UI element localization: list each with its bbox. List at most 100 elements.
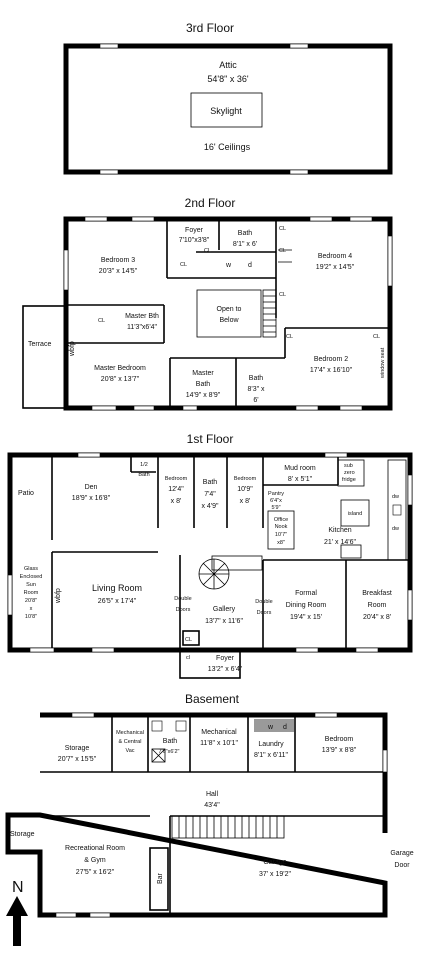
living-room-dims: 26'5" x 17'4" [98, 598, 137, 605]
north-compass: N [6, 879, 28, 946]
dryer-bsmt: d [283, 724, 287, 731]
closet-1f: CL [185, 637, 192, 643]
spiral-stair [198, 555, 263, 590]
first-floor: 1st Floor [7, 432, 413, 679]
formal-dining-2: Dining Room [286, 602, 327, 609]
basement-walls [5, 712, 388, 918]
bath-bsmt-dims: 7'6"x6'2" [159, 749, 180, 755]
island-label: island [348, 511, 362, 517]
sun-room-2: Enclosed [20, 574, 43, 580]
basement-windows [55, 712, 388, 918]
master-bath-label-2: Bath [196, 381, 211, 388]
pantry-2: 6'4"x [270, 498, 282, 504]
gallery-label: Gallery [213, 606, 236, 613]
dishwasher-2: dw [392, 526, 399, 532]
closet-2f-7: CL [373, 334, 380, 340]
sun-room-1: Glass [24, 566, 38, 572]
storage1-label: Storage [65, 745, 90, 752]
closet-2f-2: CL [204, 248, 211, 254]
bedroom-b-dims: 10'9" [237, 486, 253, 493]
kitchen-island [340, 499, 370, 527]
closet-2f-8: CL [98, 318, 105, 324]
north-arrow-icon [6, 896, 28, 946]
hall-label: Hall [206, 791, 219, 798]
patio-label: Patio [18, 490, 34, 497]
half-bath-label-1: 1/2 [140, 462, 148, 468]
skylight-box [190, 92, 263, 128]
bedroom-b-label: Bedroom [234, 476, 257, 482]
master-bath-label-1: Master [192, 370, 214, 377]
basement-heading: Basement [185, 692, 240, 706]
garage-door-1: Garage [390, 850, 413, 857]
closet-2f-3: CL [279, 226, 286, 232]
laundry-label: Laundry [258, 741, 284, 748]
formal-dining-dims: 19'4" x 15' [290, 614, 322, 621]
gallery-dims: 13'7" x 11'6" [205, 618, 243, 625]
bedroom-b-dims2: x 8' [240, 498, 251, 505]
bedroom3-label: Bedroom 3 [101, 257, 135, 264]
second-floor-stairs [262, 289, 277, 338]
attic-label: Attic [219, 60, 237, 70]
mud-room-label: Mud room [284, 465, 316, 472]
sun-room-7: 10'8" [25, 614, 37, 620]
master-bth-dims: 11'3"x6'4" [127, 324, 158, 331]
mech-central-3: Vac [125, 748, 134, 754]
bath2-2f-label: Bath [249, 375, 264, 382]
sun-room-6: x [30, 606, 33, 612]
foyer-1f-label: Foyer [216, 655, 235, 662]
bar-label: Bar [157, 872, 164, 884]
closet-2f-5: CL [279, 292, 286, 298]
first-floor-heading: 1st Floor [187, 432, 234, 446]
third-floor-windows [99, 43, 309, 175]
first-floor-windows [7, 452, 413, 653]
office-nook-2: Nook [275, 524, 288, 530]
rec-room-dims: 27'5" x 16'2" [76, 869, 115, 876]
mechanical-dims: 11'8" x 10'1" [200, 740, 238, 747]
garage-dims: 37' x 19'2" [259, 871, 292, 878]
third-floor-heading: 3rd Floor [186, 21, 234, 35]
basement: Basement Stor [5, 692, 414, 918]
sub-zero-1: sub [344, 463, 353, 469]
bedroom-bsmt-label: Bedroom [325, 736, 354, 743]
breakfast-1: Breakfast [362, 590, 392, 597]
sub-zero-2: zero [344, 470, 355, 476]
double-doors-1a: Double [174, 596, 191, 602]
mech-central-2: & Central [119, 739, 142, 745]
skylight-label: Skylight [210, 106, 242, 116]
first-floor-interior-walls [51, 457, 410, 679]
bedroom2-label: Bedroom 2 [314, 356, 348, 363]
breakfast-2: Room [368, 602, 387, 609]
sun-room-5: 20'8" [25, 598, 37, 604]
closet-2f-6: CL [286, 334, 293, 340]
closet-2f-4: CL [279, 248, 286, 254]
master-bath-dims: 14'9" x 8'9" [186, 392, 221, 399]
closet-2f-1: CL [180, 262, 187, 268]
washer-2f: w [225, 262, 232, 269]
bedroom-a-dims: 12'4" [168, 486, 184, 493]
bath2-2f-dims2: 6' [253, 397, 258, 404]
den-dims: 18'9" x 16'8" [72, 495, 111, 502]
closet-1f-small: cl [186, 655, 190, 661]
fireplace-1f: wbfp [55, 588, 62, 604]
master-bth-label: Master Bth [125, 313, 159, 320]
terrace-outline [22, 305, 66, 409]
open-below-line2: Below [219, 317, 239, 324]
storage2-label: Storage [10, 831, 35, 838]
kitchen-label: Kitchen [328, 527, 351, 534]
north-label: N [12, 879, 24, 896]
pantry-1: Pantry [268, 491, 284, 497]
bath-2f-label: Bath [238, 230, 253, 237]
half-bath-label-2: Bath [138, 472, 149, 478]
dryer-2f: d [248, 262, 252, 269]
laundry-dims: 8'1" x 6'11" [254, 752, 288, 759]
bedroom3-dims: 20'3" x 14'5" [99, 268, 138, 275]
second-floor: 2nd Floor [22, 196, 393, 411]
double-doors-2a: Double [255, 599, 272, 605]
foyer-2f-label: Foyer [185, 227, 204, 234]
pantry-3: 5'9" [271, 505, 280, 511]
basement-stairs [171, 815, 285, 839]
second-floor-walls [63, 216, 393, 411]
sun-room-3: Sun [26, 582, 36, 588]
bath-1f-label: Bath [203, 479, 218, 486]
bath-2f-dims: 8'1" x 6' [233, 241, 257, 248]
